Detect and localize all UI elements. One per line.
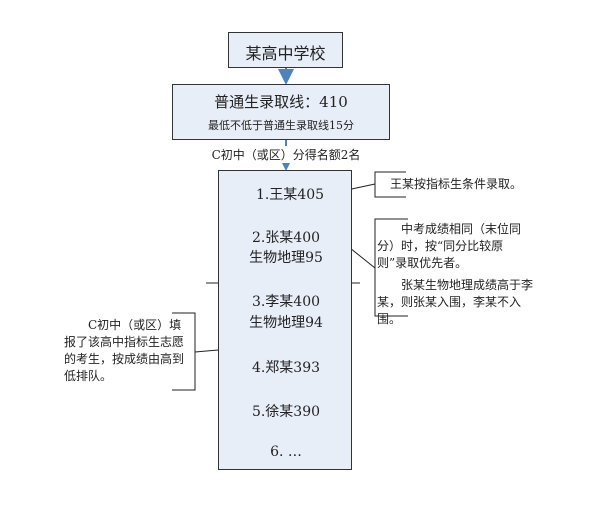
note-queue: C初中（或区）填报了该高中指标生志愿的考生，按成绩由高到低排队。 <box>64 318 185 383</box>
callout-bracket-tie <box>374 218 408 317</box>
rank-6: 6. … <box>270 444 302 460</box>
school-name: 某高中学校 <box>245 44 326 63</box>
ranking-box <box>218 170 352 470</box>
rank-4: 4.郑某393 <box>251 360 321 376</box>
note-tie-rule-1: 中考成绩相同（末位同分）时，按“同分比较原则”录取优先者。 <box>377 222 522 270</box>
cutoff-subtitle: 最低不低于普通生录取线15分 <box>208 119 354 132</box>
rank-2-detail: 生物地理95 <box>249 250 323 266</box>
note-wang: 王某按指标生条件录取。 <box>390 177 523 191</box>
cutoff-title: 普通生录取线：410 <box>214 93 348 111</box>
rank-2: 2.张某400 <box>251 230 321 246</box>
rank-3-detail: 生物地理94 <box>249 315 323 331</box>
note-tie-rule-2: 张某生物地理成绩高于李某，则张某入围，李某不入围。 <box>377 278 534 326</box>
school-box: 某高中学校 <box>228 32 343 68</box>
cutoff-box: 普通生录取线：410 最低不低于普通生录取线15分 <box>172 84 390 140</box>
rank-1: 1.王某405 <box>255 187 325 203</box>
rank-3: 3.李某400 <box>251 294 321 310</box>
rank-5: 5.徐某390 <box>251 404 321 420</box>
callout-line-queue <box>194 349 219 353</box>
quota-label: C初中（或区）分得名额2名 <box>186 146 386 163</box>
callout-bracket-wang <box>374 171 406 198</box>
